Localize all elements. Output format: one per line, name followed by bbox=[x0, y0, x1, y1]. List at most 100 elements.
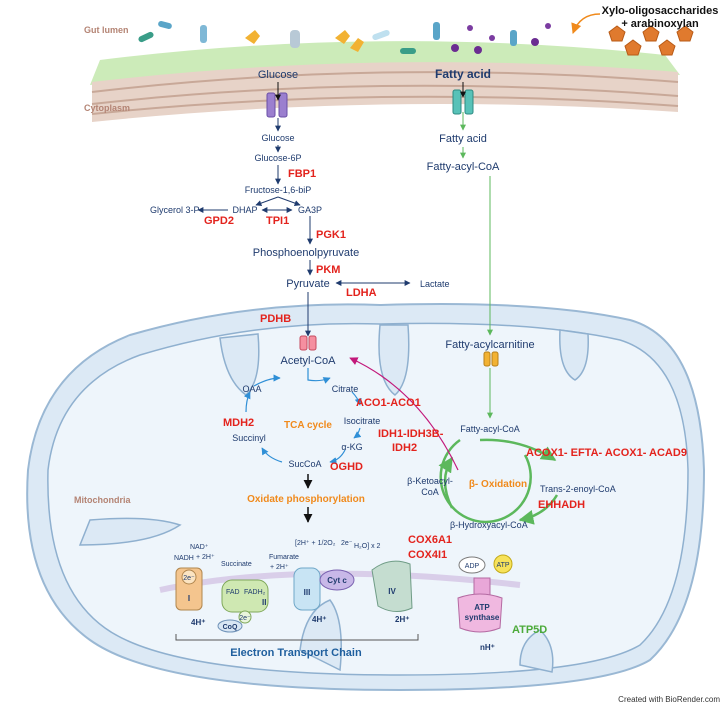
succoa: SucCoA bbox=[288, 459, 321, 469]
fatty-acid-transporter bbox=[452, 89, 474, 115]
fatty-acyl-coa-cyto: Fatty-acyl-CoA bbox=[427, 161, 500, 173]
enzyme-mdh2: MDH2 bbox=[223, 417, 254, 429]
oxidative-phosphorylation-label: Oxidate phosphorylation bbox=[247, 494, 365, 505]
atp-synthase-line2: synthase bbox=[465, 613, 500, 622]
complex-i-label: I bbox=[188, 594, 190, 603]
complex-ii-label: II bbox=[262, 598, 266, 607]
cytochrome-c bbox=[319, 569, 355, 591]
enzyme-idh-line1: IDH1-IDH3B- bbox=[378, 428, 444, 440]
glucose-cyto: Glucose bbox=[261, 133, 294, 143]
phosphoenolpyruvate: Phosphoenolpyruvate bbox=[253, 247, 359, 259]
enzyme-fbp1: FBP1 bbox=[288, 168, 316, 180]
nh-label: nH⁺ bbox=[480, 643, 495, 652]
etc-bracket bbox=[175, 634, 419, 641]
enzyme-acox-group: ACOX1- EFTA- ACOX1- ACAD9 bbox=[526, 447, 687, 459]
fatty-acid-cyto: Fatty acid bbox=[439, 133, 487, 145]
enzyme-pgk1: PGK1 bbox=[316, 229, 346, 241]
beta-hydroxyacyl-coa: β-Hydroxyacyl-CoA bbox=[450, 520, 528, 530]
oaa: OAA bbox=[242, 384, 261, 394]
alpha-kg: α-KG bbox=[341, 442, 362, 452]
enzyme-oghd: OGHD bbox=[330, 461, 363, 473]
mitochondria-label: Mitochondria bbox=[74, 495, 131, 505]
nadh-label: NADH bbox=[174, 555, 194, 562]
glucose-lumen: Glucose bbox=[258, 69, 298, 81]
fumarate-2h-label: + 2H⁺ bbox=[270, 564, 289, 571]
adp-bubble bbox=[458, 556, 486, 574]
enzyme-pkm: PKM bbox=[316, 264, 340, 276]
credit-label: Created with BioRender.com bbox=[618, 695, 720, 704]
atp-synthase bbox=[457, 577, 503, 633]
cyt-c-label: Cyt c bbox=[327, 576, 347, 585]
coq-label: CoQ bbox=[223, 624, 238, 631]
acetyl-coa: Acetyl-CoA bbox=[280, 355, 336, 367]
glucose-transporter bbox=[266, 92, 288, 118]
oxygen-reaction-right: H₂O] x 2 bbox=[354, 543, 381, 550]
fad-label: FAD bbox=[226, 589, 240, 596]
complex-i bbox=[175, 567, 203, 611]
ga3p: GA3P bbox=[298, 205, 322, 215]
trans-2-enoyl-coa: Trans-2-enoyl-CoA bbox=[540, 484, 616, 494]
fatty-acylcarnitine: Fatty-acylcarnitine bbox=[445, 339, 534, 351]
coq bbox=[217, 619, 243, 633]
tca-cycle-label: TCA cycle bbox=[284, 420, 332, 431]
ketoacyl-to-acetylcoa-arrow bbox=[349, 357, 459, 471]
fumarate-label: Fumarate bbox=[269, 554, 299, 561]
xos-arrow bbox=[571, 13, 601, 34]
xylo-oligosaccharide-pentagons bbox=[608, 25, 694, 56]
glycerol-3p: Glycerol 3-P bbox=[150, 205, 200, 215]
pyruvate: Pyruvate bbox=[286, 278, 329, 290]
epithelium-layer bbox=[92, 62, 678, 122]
enzyme-cox4i1: COX4I1 bbox=[408, 549, 447, 561]
atp-label: ATP bbox=[496, 562, 509, 569]
lactate: Lactate bbox=[420, 279, 450, 289]
complex-ii bbox=[221, 579, 269, 624]
enzyme-ehhadh: EHHADH bbox=[538, 499, 585, 511]
complex-iii bbox=[293, 567, 321, 611]
complex-iv-label: IV bbox=[388, 587, 396, 596]
glucose-6p: Glucose-6P bbox=[254, 153, 301, 163]
beta-ketoacyl-coa-line1: β-Ketoacyl- bbox=[407, 476, 453, 486]
h2-label-iv: 2H⁺ bbox=[395, 615, 409, 624]
enzyme-idh-line2: IDH2 bbox=[392, 442, 417, 454]
beta-ketoacyl-coa-line2: CoA bbox=[421, 487, 439, 497]
cristae bbox=[78, 324, 589, 673]
enzyme-cox6a1: COX6A1 bbox=[408, 534, 452, 546]
fadh2-label: FADH₂ bbox=[244, 589, 266, 596]
succinyl: Succinyl bbox=[232, 433, 266, 443]
fructose-16bip: Fructose-1,6-biP bbox=[245, 185, 312, 195]
enzyme-atp5d: ATP5D bbox=[512, 624, 547, 636]
succinate-label: Succinate bbox=[221, 561, 252, 568]
h4-label-i: 4H⁺ bbox=[191, 618, 205, 627]
carnitine-transporter bbox=[483, 351, 499, 367]
isocitrate: Isocitrate bbox=[344, 416, 381, 426]
cytoplasm-label: Cytoplasm bbox=[84, 103, 130, 113]
beta-oxidation-label: β- Oxidation bbox=[469, 479, 527, 490]
enzyme-tpi1: TPI1 bbox=[266, 215, 289, 227]
atp-synthase-line1: ATP bbox=[474, 603, 490, 612]
gut-lumen-label: Gut lumen bbox=[84, 25, 129, 35]
fatty-acyl-coa-mito: Fatty-acyl-CoA bbox=[460, 424, 520, 434]
complex-ii-2e: 2e⁻ bbox=[239, 615, 251, 622]
enzyme-gpd2: GPD2 bbox=[204, 215, 234, 227]
citrate: Citrate bbox=[332, 384, 359, 394]
oxygen-reaction-left: [2H⁺ + 1/2O₂ bbox=[295, 540, 336, 547]
oxygen-reaction-2e: 2e⁻ bbox=[341, 540, 353, 547]
atp-bubble bbox=[493, 554, 513, 574]
gut-microbes bbox=[138, 20, 551, 54]
xos-label-line1: Xylo-oligosaccharides bbox=[602, 5, 719, 17]
fatty-acid-lumen: Fatty acid bbox=[435, 67, 491, 81]
adp-label: ADP bbox=[465, 563, 480, 570]
nad-2h-label: + 2H⁺ bbox=[196, 554, 215, 561]
xos-label-line2: + arabinoxylan bbox=[621, 18, 699, 30]
mitochondrion-inner bbox=[47, 322, 689, 676]
etc-label: Electron Transport Chain bbox=[230, 647, 362, 659]
tca-cycle bbox=[243, 368, 362, 465]
complex-iii-label: III bbox=[304, 588, 311, 597]
enzyme-pdhb: PDHB bbox=[260, 313, 291, 325]
nad-label: NAD⁺ bbox=[190, 544, 209, 551]
pyruvate-carrier bbox=[299, 335, 317, 351]
dhap: DHAP bbox=[232, 205, 257, 215]
enzyme-ldha: LDHA bbox=[346, 287, 377, 299]
